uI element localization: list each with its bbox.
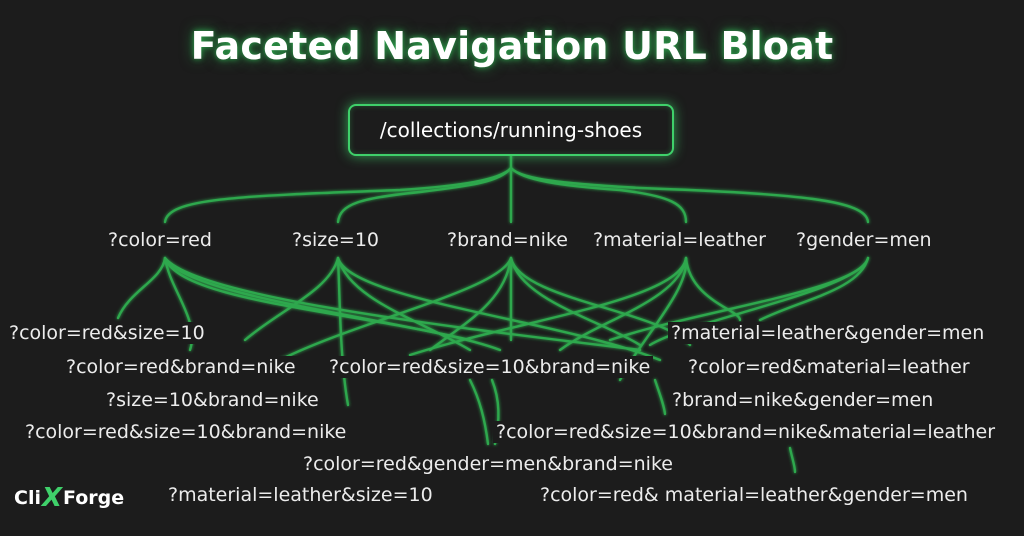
facet-node-color: ?color=red [105,229,215,251]
page-title: Faceted Navigation URL Bloat [190,24,834,68]
facet-node-brand: ?brand=nike [444,229,571,251]
combo-node: ?color=red&size=10 [6,322,208,344]
combo-node: ?color=red&size=10&brand=nike [326,356,654,378]
combo-node: ?size=10&brand=nike [103,389,322,411]
combo-node: ?color=red&brand=nike [63,356,299,378]
combo-node: ?color=red&size=10&brand=nike&material=l… [493,421,999,443]
facet-node-gender: ?gender=men [793,229,935,251]
combo-node: ?brand=nike&gender=men [669,389,937,411]
facet-node-material: ?material=leather [590,229,769,251]
combo-node: ?color=red& material=leather&gender=men [537,484,971,506]
facet-node-size: ?size=10 [289,229,383,251]
root-url-node: /collections/running-shoes [348,104,674,156]
combo-node: ?material=leather&size=10 [165,484,436,506]
combo-node: ?material=leather&gender=men [668,322,988,344]
combo-node: ?color=red&material=leather [685,356,973,378]
combo-node: ?color=red&gender=men&brand=nike [300,453,676,475]
combo-node: ?color=red&size=10&brand=nike [22,421,350,443]
logo-x-mark: X [41,483,63,513]
logo-text-part1: Cli [14,487,41,509]
logo-text-part2: Forge [63,487,125,509]
